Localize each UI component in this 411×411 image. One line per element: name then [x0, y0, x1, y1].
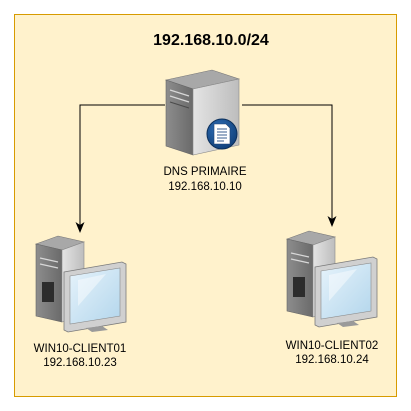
- client01-name: WIN10-CLIENT01: [34, 343, 127, 355]
- dns-server-name: DNS PRIMAIRE: [163, 166, 246, 178]
- dns-server-node[interactable]: DNS PRIMAIRE 192.168.10.10: [163, 69, 247, 193]
- workstation-icon: [34, 235, 127, 333]
- connector-dns-to-client01: [75, 104, 165, 233]
- client02-node[interactable]: WIN10-CLIENT02 192.168.10.24: [285, 230, 379, 366]
- workstation-icon: [285, 230, 378, 328]
- network-title: 192.168.10.0/24: [153, 32, 269, 49]
- connector-dns-to-client02: [242, 104, 337, 227]
- dns-server-icon: [164, 69, 241, 156]
- dns-server-ip: 192.168.10.10: [168, 181, 242, 193]
- client02-ip: 192.168.10.24: [295, 354, 369, 366]
- client01-node[interactable]: WIN10-CLIENT01 192.168.10.23: [34, 235, 127, 369]
- client02-name: WIN10-CLIENT02: [286, 340, 379, 352]
- client01-ip: 192.168.10.23: [43, 357, 117, 369]
